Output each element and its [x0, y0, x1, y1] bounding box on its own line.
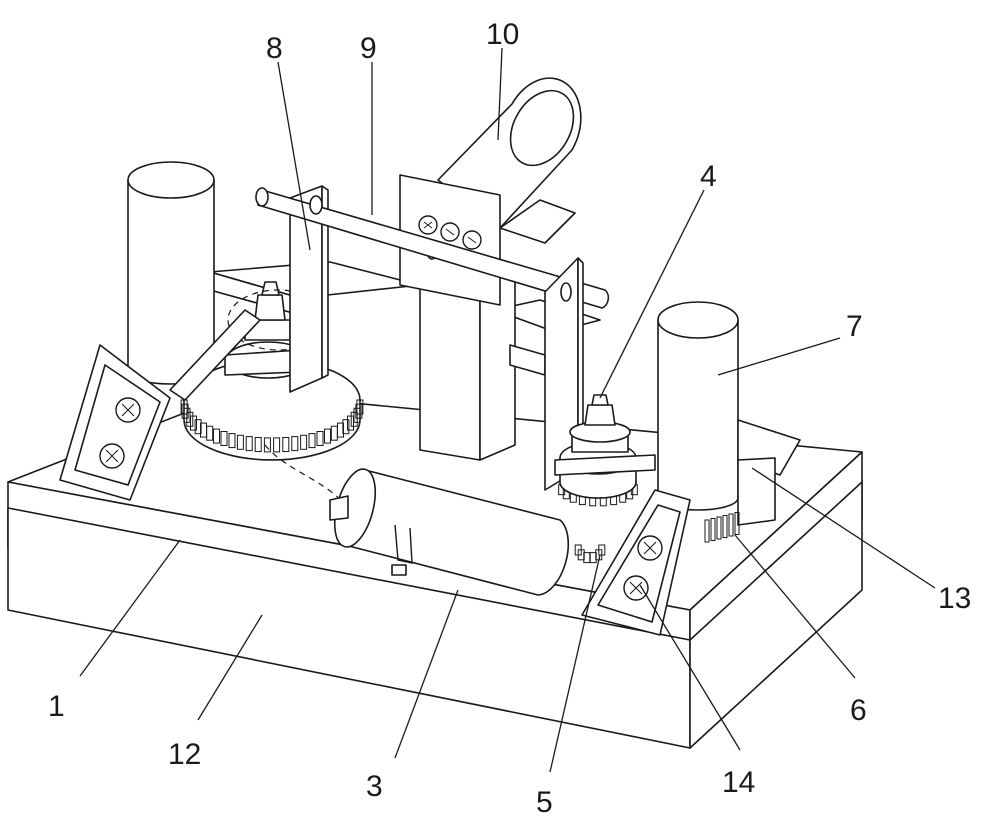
label-8: 8 — [266, 32, 283, 65]
label-12: 12 — [168, 738, 201, 771]
label-5: 5 — [536, 786, 553, 819]
label-7: 7 — [846, 310, 863, 343]
rack-tooth — [734, 512, 740, 535]
gear-tooth — [350, 411, 358, 427]
label-10: 10 — [486, 18, 519, 51]
gear-tooth — [220, 431, 228, 446]
right-motor — [657, 301, 801, 526]
label-1: 1 — [48, 690, 65, 723]
gear-tooth — [574, 544, 582, 556]
gear-tooth — [308, 433, 316, 449]
gear-tooth — [316, 431, 324, 446]
label-3: 3 — [366, 770, 383, 803]
center-motor — [329, 468, 606, 596]
gear-tooth — [291, 436, 299, 452]
gear-tooth — [228, 433, 236, 449]
motor-bracket — [737, 457, 776, 526]
gear-tooth — [324, 428, 331, 444]
rack-tooth — [716, 516, 722, 540]
gear-tooth — [355, 403, 363, 419]
rack-tooth — [710, 518, 716, 541]
leader-lines — [79, 47, 936, 773]
rack — [704, 512, 740, 543]
rack-tooth — [704, 519, 710, 543]
left-motor — [127, 161, 215, 385]
right-mount — [581, 489, 691, 636]
left-mount — [59, 309, 261, 501]
label-9: 9 — [360, 32, 377, 65]
gear-tooth — [190, 415, 197, 431]
gear-tooth — [245, 436, 253, 452]
label-6: 6 — [850, 694, 867, 727]
gear-tooth — [254, 437, 262, 452]
gear-tooth — [236, 434, 244, 450]
label-14: 14 — [722, 766, 755, 799]
rack-tooth — [728, 513, 734, 537]
gear-tooth — [347, 415, 354, 431]
left-bracket — [289, 185, 329, 393]
rack-tooth — [722, 515, 728, 538]
label-4: 4 — [700, 160, 717, 193]
gear-tooth — [282, 437, 290, 452]
gear-tooth — [263, 437, 271, 453]
gear-tooth — [273, 437, 281, 453]
gear-tooth — [342, 419, 350, 435]
gear-tooth — [213, 428, 220, 444]
right-nut-assembly — [554, 394, 656, 507]
center-post — [399, 174, 546, 461]
cross-bar — [255, 187, 610, 309]
gear-tooth — [330, 425, 338, 441]
label-13: 13 — [938, 582, 971, 615]
gear-tooth — [200, 422, 207, 438]
gear-tooth — [300, 434, 308, 450]
callout-labels: 8 9 10 4 7 13 6 14 5 3 12 1 — [48, 18, 971, 819]
gear-tooth — [181, 403, 189, 419]
gear-tooth — [194, 419, 202, 435]
